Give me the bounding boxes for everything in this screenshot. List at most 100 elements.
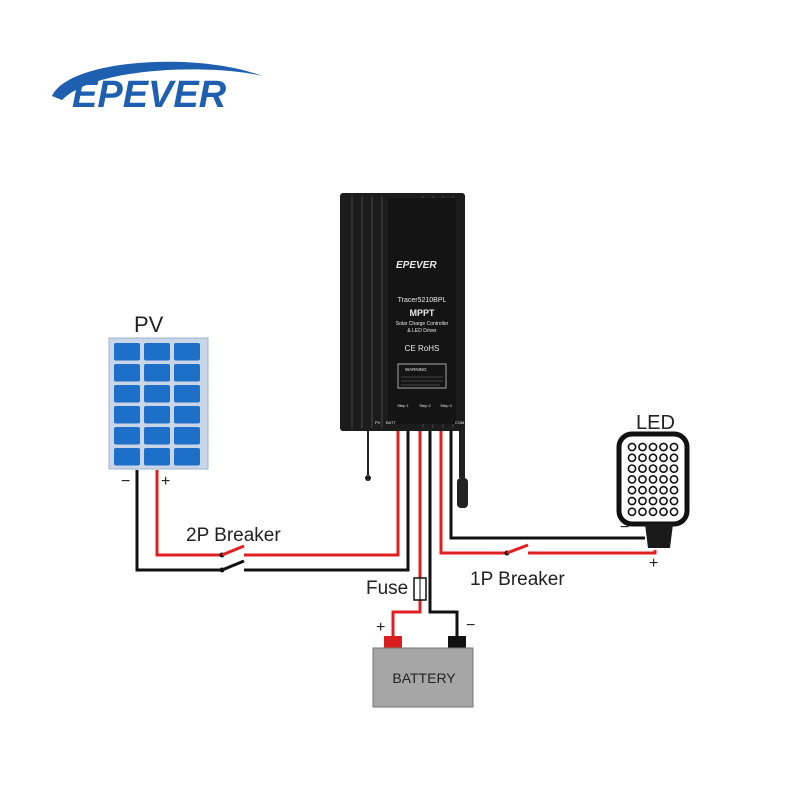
wiring [135, 428, 657, 636]
breaker-2p-label: 2P Breaker [186, 525, 281, 546]
led-dot [648, 485, 658, 495]
terminal-pv-label: PV [375, 420, 381, 425]
breaker-1p-label: 1P Breaker [470, 569, 565, 590]
led-dot [669, 442, 679, 452]
breaker-2p-lever [221, 544, 245, 557]
panel-cell [144, 343, 170, 361]
led-dot [627, 464, 637, 473]
led-dot [669, 507, 679, 517]
controller-desc-2: & LED Driver [407, 328, 437, 334]
led-dot [659, 485, 668, 495]
panel-cell [174, 406, 200, 424]
led-dot [638, 453, 647, 463]
panel-cell [174, 427, 200, 445]
breaker-1p: 1P Breaker [470, 543, 565, 590]
led-plus-sign: + [649, 555, 658, 572]
led-dot [669, 464, 679, 473]
led-dot [648, 442, 658, 452]
panel-cell [144, 406, 170, 424]
led-dot [638, 474, 647, 484]
controller-desc-1: Solar Charge Controller [396, 321, 449, 327]
led-dot [627, 507, 637, 517]
controller-cert: CE RoHS [405, 344, 440, 353]
led-positive-wire [439, 428, 507, 555]
led-dot [659, 474, 668, 484]
led-dot [669, 453, 679, 463]
led-dot [659, 464, 668, 473]
led-minus-sign: − [620, 519, 629, 536]
led-dot [659, 442, 668, 452]
led-dot [638, 442, 647, 452]
led-dot [648, 464, 658, 473]
pv-label: PV [134, 312, 164, 337]
pv-minus-sign: − [121, 473, 130, 490]
panel-cells [114, 343, 200, 466]
panel-cell [144, 364, 170, 382]
temp-sensor-tip [365, 475, 371, 481]
controller-face [388, 198, 456, 424]
led-dot [627, 496, 637, 506]
led-dot [638, 496, 647, 506]
led-dot [669, 474, 679, 484]
led-negative-wire [449, 428, 645, 540]
panel-cell [144, 448, 170, 466]
pv-negative-wire-to-controller [244, 428, 410, 572]
battery-plus-sign: + [376, 619, 385, 636]
led-dot [648, 474, 658, 484]
com-plug [457, 478, 468, 508]
breaker-2p-lever [221, 559, 245, 572]
panel-cell [144, 427, 170, 445]
controller-brand: EPEVER [396, 260, 437, 271]
batt-negative-wire [428, 428, 459, 636]
logo-text: EPEVER [72, 74, 227, 116]
led-dot [669, 485, 679, 495]
epever-logo: EPEVER [52, 61, 262, 116]
led-dot [659, 496, 668, 506]
led-dot [638, 485, 647, 495]
panel-cell [174, 385, 200, 403]
battery-positive-terminal [384, 636, 402, 649]
pv-positive-wire-to-controller [244, 428, 400, 557]
panel-cell [174, 448, 200, 466]
battery-minus-sign: − [466, 617, 475, 634]
led-dot [627, 453, 637, 463]
battery-body [372, 647, 474, 708]
led-dot [648, 507, 658, 517]
panel-cell [114, 385, 140, 403]
solar-panel: PV − + [108, 312, 209, 490]
breaker-2p: 2P Breaker [186, 525, 281, 573]
controller-model: Tracer5210BPL [398, 297, 447, 304]
led-label: LED [636, 412, 675, 434]
charge-controller: EPEVER Tracer5210BPL MPPT Solar Charge C… [340, 193, 465, 431]
fuse: Fuse [366, 577, 427, 601]
led-dot [638, 507, 647, 517]
warning-title: WARNING [405, 367, 427, 372]
led-dot [659, 453, 668, 463]
panel-cell [144, 385, 170, 403]
led-dot [627, 485, 637, 495]
pv-plus-sign: + [161, 473, 170, 490]
led-dot [659, 507, 668, 517]
step3-label: Step 3 [440, 403, 452, 408]
fuse-label: Fuse [366, 578, 408, 599]
led-dot [638, 464, 647, 473]
panel-cell [114, 427, 140, 445]
step1-label: Step 1 [397, 403, 409, 408]
panel-cell [174, 343, 200, 361]
terminal-com-label: COM [455, 420, 464, 425]
logo-swoosh [52, 61, 262, 100]
panel-cell [114, 343, 140, 361]
terminal-batt-label: BATT [386, 420, 396, 425]
battery-label: BATTERY [392, 670, 456, 686]
step2-label: Step 2 [419, 403, 431, 408]
led-lamp: LED − + [616, 412, 690, 572]
led-connector [645, 524, 673, 548]
led-dot [648, 496, 658, 506]
led-dot [627, 442, 637, 452]
breaker-1p-lever [506, 543, 529, 555]
batt-positive-wire-bottom [391, 600, 422, 636]
pv-positive-wire [155, 470, 222, 557]
led-dot [669, 496, 679, 506]
led-dot [648, 453, 658, 463]
